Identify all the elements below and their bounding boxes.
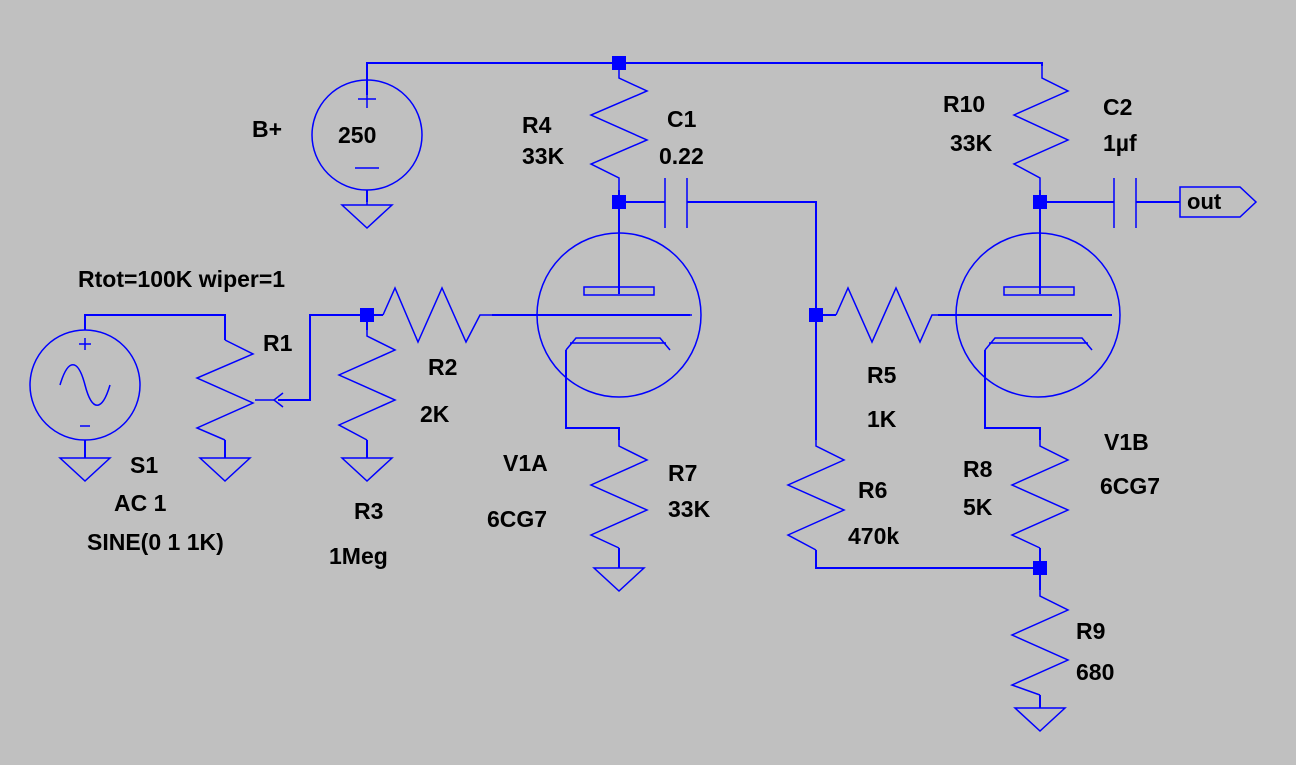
- r4-ref: R4: [522, 112, 552, 138]
- r8-ref: R7: [668, 460, 698, 486]
- v1a-model: 6CG7: [487, 506, 548, 532]
- r3-ref: R3: [354, 498, 384, 524]
- pot-ref: R1: [263, 330, 293, 356]
- source-name: S1: [130, 452, 159, 478]
- pot-params: Rtot=100K wiper=1: [78, 266, 286, 292]
- r5-value: 1K: [867, 406, 897, 432]
- ground-icon: [58, 457, 112, 483]
- v1b-ref: V1B: [1104, 429, 1149, 455]
- ground-icon: [340, 457, 394, 483]
- output-port-icon[interactable]: [1179, 186, 1258, 218]
- wires[interactable]: [84, 62, 1180, 708]
- r8-value: 33K: [668, 496, 711, 522]
- capacitor-icon[interactable]: [664, 178, 688, 228]
- resistor-icon[interactable]: [1012, 66, 1070, 190]
- ground-icon: [198, 457, 252, 483]
- r5-ref: R5: [867, 362, 897, 388]
- sine-source-icon[interactable]: [29, 329, 141, 441]
- capacitor-icon[interactable]: [1113, 178, 1137, 228]
- r9-ref: R8: [963, 456, 993, 482]
- resistor-icon[interactable]: [786, 440, 846, 551]
- resistor-icon[interactable]: [337, 330, 397, 441]
- r9-value: 5K: [963, 494, 993, 520]
- junctions: [360, 56, 1047, 575]
- output-port-label: out: [1187, 189, 1222, 214]
- v1b-model: 6CG7: [1100, 473, 1161, 499]
- r10-value: 33K: [950, 130, 993, 156]
- r10-ref: R10: [943, 91, 986, 117]
- r6-value: 470k: [848, 523, 900, 549]
- r2-ref: R2: [428, 354, 458, 380]
- r3-value: 1Meg: [329, 543, 388, 569]
- r7-ref: R9: [1076, 618, 1106, 644]
- ground-icon: [1013, 707, 1067, 733]
- c1-ref: C1: [667, 106, 697, 132]
- triode-tube-icon[interactable]: [955, 232, 1121, 398]
- r2-value: 2K: [420, 401, 450, 427]
- ground-icon: [592, 567, 646, 593]
- ground-icon: [340, 190, 394, 230]
- c2-ref: C2: [1103, 94, 1133, 120]
- source-ac: AC 1: [114, 490, 167, 516]
- r4-value: 33K: [522, 143, 565, 169]
- v1a-ref: V1A: [503, 450, 548, 476]
- supply-value: 250: [338, 122, 377, 148]
- resistor-icon[interactable]: [589, 66, 649, 190]
- r6-ref: R6: [858, 477, 888, 503]
- r7-value: 680: [1076, 659, 1115, 685]
- resistor-icon[interactable]: [382, 286, 492, 344]
- resistor-icon[interactable]: [589, 440, 649, 549]
- c2-value: 1µf: [1103, 130, 1137, 156]
- source-waveform: SINE(0 1 1K): [87, 529, 224, 555]
- resistor-icon[interactable]: [835, 286, 938, 344]
- resistor-icon[interactable]: [1009, 590, 1070, 696]
- potentiometer-icon[interactable]: [195, 339, 284, 441]
- resistor-icon[interactable]: [1010, 440, 1070, 549]
- c1-value: 0.22: [659, 143, 704, 169]
- supply-name: B+: [252, 116, 283, 142]
- triode-tube-icon[interactable]: [536, 232, 702, 398]
